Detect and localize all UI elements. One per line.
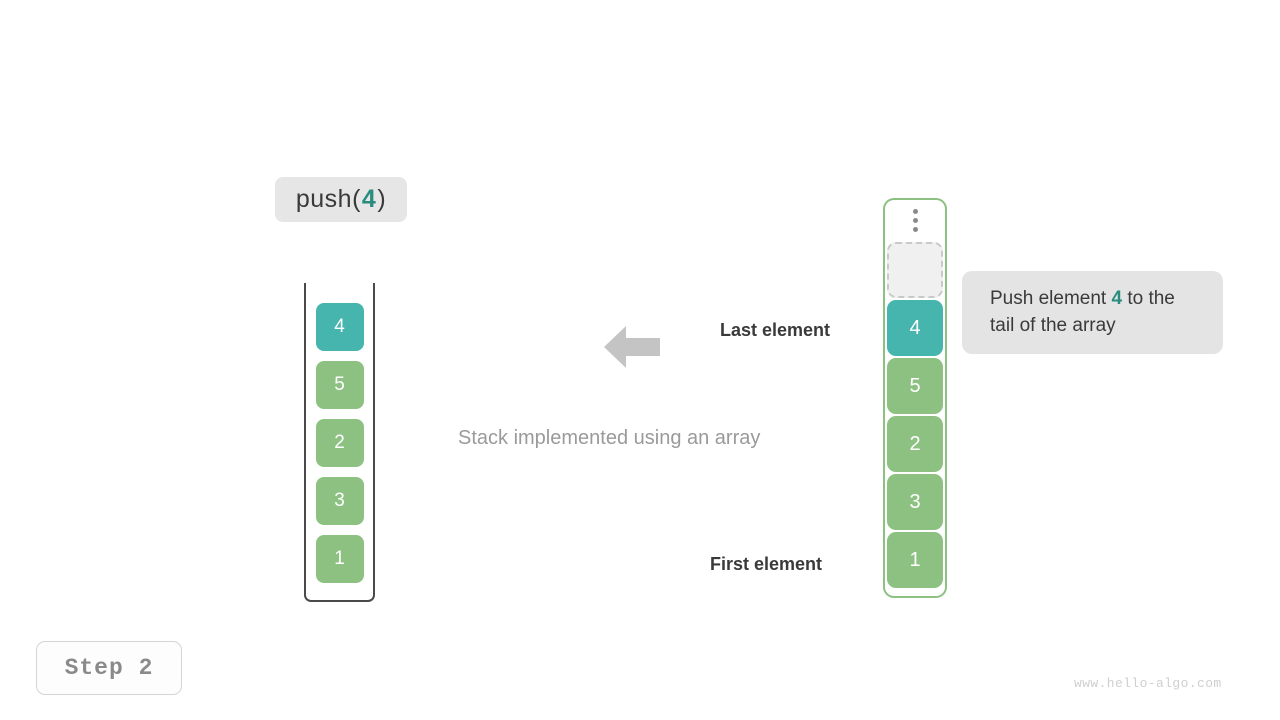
array-element: 5 bbox=[887, 358, 943, 414]
array-element-value: 4 bbox=[909, 316, 921, 339]
tooltip-text-before: Push element bbox=[990, 288, 1112, 309]
watermark: www.hello-algo.com bbox=[1074, 676, 1222, 691]
arrow-left-icon bbox=[603, 318, 661, 376]
ellipsis-dot bbox=[912, 208, 918, 214]
tooltip-text-after: to the tail of the array bbox=[990, 288, 1175, 336]
stack-element-list: 4 5 2 3 1 bbox=[304, 283, 375, 593]
stack-element-value: 3 bbox=[334, 490, 345, 511]
operation-label: push(4) bbox=[275, 177, 407, 222]
stack-diagram: 4 5 2 3 1 bbox=[304, 283, 375, 602]
array-element: 3 bbox=[887, 474, 943, 530]
array-element-list: 4 5 2 3 1 bbox=[883, 198, 947, 590]
operation-argument: 4 bbox=[361, 185, 377, 213]
array-element: 1 bbox=[887, 532, 943, 588]
push-tooltip: Push element 4 to the tail of the array bbox=[962, 271, 1223, 354]
stack-element: 2 bbox=[315, 419, 364, 467]
array-diagram: 4 5 2 3 1 bbox=[883, 198, 947, 598]
ellipsis-dot bbox=[912, 226, 918, 232]
array-empty-slot bbox=[887, 242, 943, 298]
array-element-value: 3 bbox=[909, 490, 921, 513]
ellipsis-dot bbox=[912, 217, 918, 223]
stack-element-value: 1 bbox=[334, 548, 345, 569]
operation-name: push bbox=[295, 185, 353, 213]
stack-element-value: 2 bbox=[334, 432, 345, 453]
step-badge: Step 2 bbox=[36, 641, 182, 695]
tooltip-highlight-value: 4 bbox=[1111, 288, 1123, 309]
stack-element: 1 bbox=[315, 535, 364, 583]
stack-element-value: 4 bbox=[334, 316, 345, 337]
caption-first-element: First element bbox=[710, 554, 823, 574]
vertical-ellipsis-icon bbox=[912, 198, 918, 242]
operation-close-paren: ) bbox=[377, 185, 387, 213]
operation-open-paren: ( bbox=[352, 185, 361, 213]
array-element-value: 2 bbox=[909, 432, 921, 455]
array-element-value: 5 bbox=[909, 374, 921, 397]
stack-element: 5 bbox=[315, 361, 364, 409]
stack-subtitle: Stack implemented using an array bbox=[458, 427, 761, 449]
caption-last-element: Last element bbox=[720, 320, 831, 340]
stack-element-value: 5 bbox=[334, 374, 345, 395]
array-element-value: 1 bbox=[909, 548, 921, 571]
stack-element: 3 bbox=[315, 477, 364, 525]
array-element: 4 bbox=[887, 300, 943, 356]
array-element: 2 bbox=[887, 416, 943, 472]
stack-element: 4 bbox=[315, 303, 364, 351]
